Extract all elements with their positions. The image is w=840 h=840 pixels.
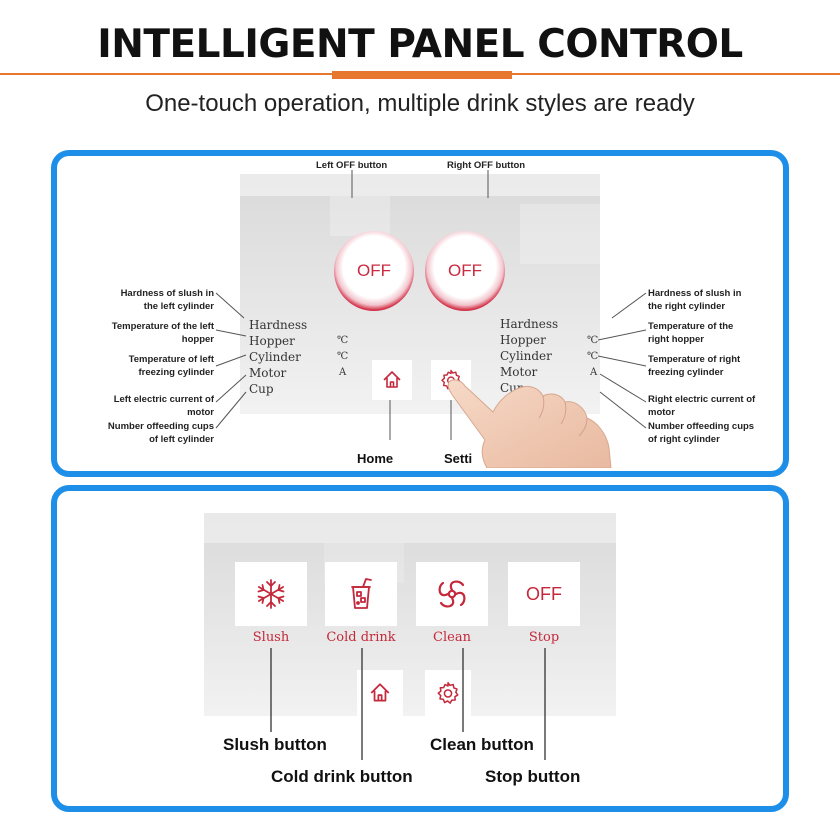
swirl-icon bbox=[438, 580, 466, 608]
left-off-button[interactable]: OFF bbox=[334, 231, 414, 311]
left-off-button-callout: Left OFF button bbox=[316, 160, 388, 171]
left-annotation-motor: Left electric current of motor bbox=[113, 394, 214, 418]
home-button[interactable] bbox=[372, 360, 412, 400]
home-button-bottom[interactable] bbox=[357, 670, 403, 716]
control-screen-main bbox=[240, 174, 600, 414]
left-reading-cylinder: Cylinder bbox=[249, 350, 301, 364]
stop-button[interactable]: OFF bbox=[508, 562, 580, 626]
left-unit-hopper: ℃ bbox=[337, 335, 349, 346]
left-annotation-hardness: Hardness of slush in the left cylinder bbox=[120, 288, 214, 312]
right-unit-hopper: ℃ bbox=[587, 335, 599, 346]
right-reading-hopper: Hopper bbox=[500, 333, 546, 347]
right-off-button-callout: Right OFF button bbox=[447, 160, 526, 171]
clean-button[interactable] bbox=[416, 562, 488, 626]
left-reading-motor: Motor bbox=[249, 366, 287, 380]
left-annotation-cup: Number offeeding cups of left cylinder bbox=[107, 421, 214, 445]
off-text-icon: OFF bbox=[526, 583, 562, 604]
right-off-label: OFF bbox=[448, 261, 482, 280]
home-icon bbox=[370, 683, 390, 702]
home-icon bbox=[383, 371, 401, 388]
right-annotation-hopper: Temperature of the right hopper bbox=[648, 321, 734, 345]
right-off-button[interactable]: OFF bbox=[425, 231, 505, 311]
right-annotation-cup: Number offeeding cups of right cylinder bbox=[648, 421, 755, 445]
left-reading-hopper: Hopper bbox=[249, 334, 295, 348]
home-callout: Home bbox=[357, 451, 394, 466]
right-reading-cylinder: Cylinder bbox=[500, 349, 552, 363]
stop-label: Stop bbox=[528, 630, 560, 645]
cold-drink-button[interactable] bbox=[325, 562, 397, 626]
slush-button-callout: Slush button bbox=[223, 735, 327, 754]
left-unit-cylinder: ℃ bbox=[337, 351, 349, 362]
right-unit-motor: A bbox=[590, 367, 598, 378]
left-reading-cup: Cup bbox=[249, 382, 274, 396]
clean-button-callout: Clean button bbox=[430, 735, 534, 754]
page-title: INTELLIGENT PANEL CONTROL bbox=[97, 22, 743, 67]
page-subtitle: One-touch operation, multiple drink styl… bbox=[145, 90, 695, 117]
cold-drink-label: Cold drink bbox=[326, 630, 396, 645]
cup-icon bbox=[351, 578, 372, 609]
left-reading-hardness: Hardness bbox=[249, 318, 308, 332]
right-reading-motor: Motor bbox=[500, 365, 538, 379]
right-reading-hardness: Hardness bbox=[500, 317, 559, 331]
left-unit-motor: A bbox=[339, 367, 347, 378]
left-readings: Hardness Hopper Cylinder Motor Cup bbox=[249, 317, 307, 397]
snowflake-icon bbox=[257, 579, 285, 609]
settings-callout: Setti bbox=[444, 451, 473, 466]
clean-label: Clean bbox=[433, 630, 471, 645]
right-annotation-hardness: Hardness of slush in the right cylinder bbox=[648, 288, 742, 312]
left-annotation-cylinder: Temperature of left freezing cylinder bbox=[128, 354, 214, 378]
cold-drink-button-callout: Cold drink button bbox=[271, 767, 413, 786]
right-annotation-motor: Right electric current of motor bbox=[648, 394, 756, 418]
slush-label: Slush bbox=[252, 630, 290, 645]
stop-button-callout: Stop button bbox=[485, 767, 581, 786]
right-annotation-cylinder: Temperature of right freezing cylinder bbox=[648, 354, 741, 378]
right-unit-cylinder: ℃ bbox=[587, 351, 599, 362]
right-readings: Hardness Hopper Cylinder Motor Cup bbox=[500, 316, 558, 396]
gear-icon bbox=[437, 681, 459, 704]
left-annotation-hopper: Temperature of the left hopper bbox=[111, 321, 214, 345]
pointing-hand-illustration bbox=[447, 379, 612, 468]
slush-button[interactable] bbox=[235, 562, 307, 626]
left-off-label: OFF bbox=[357, 261, 391, 280]
title-divider-accent bbox=[332, 71, 512, 79]
